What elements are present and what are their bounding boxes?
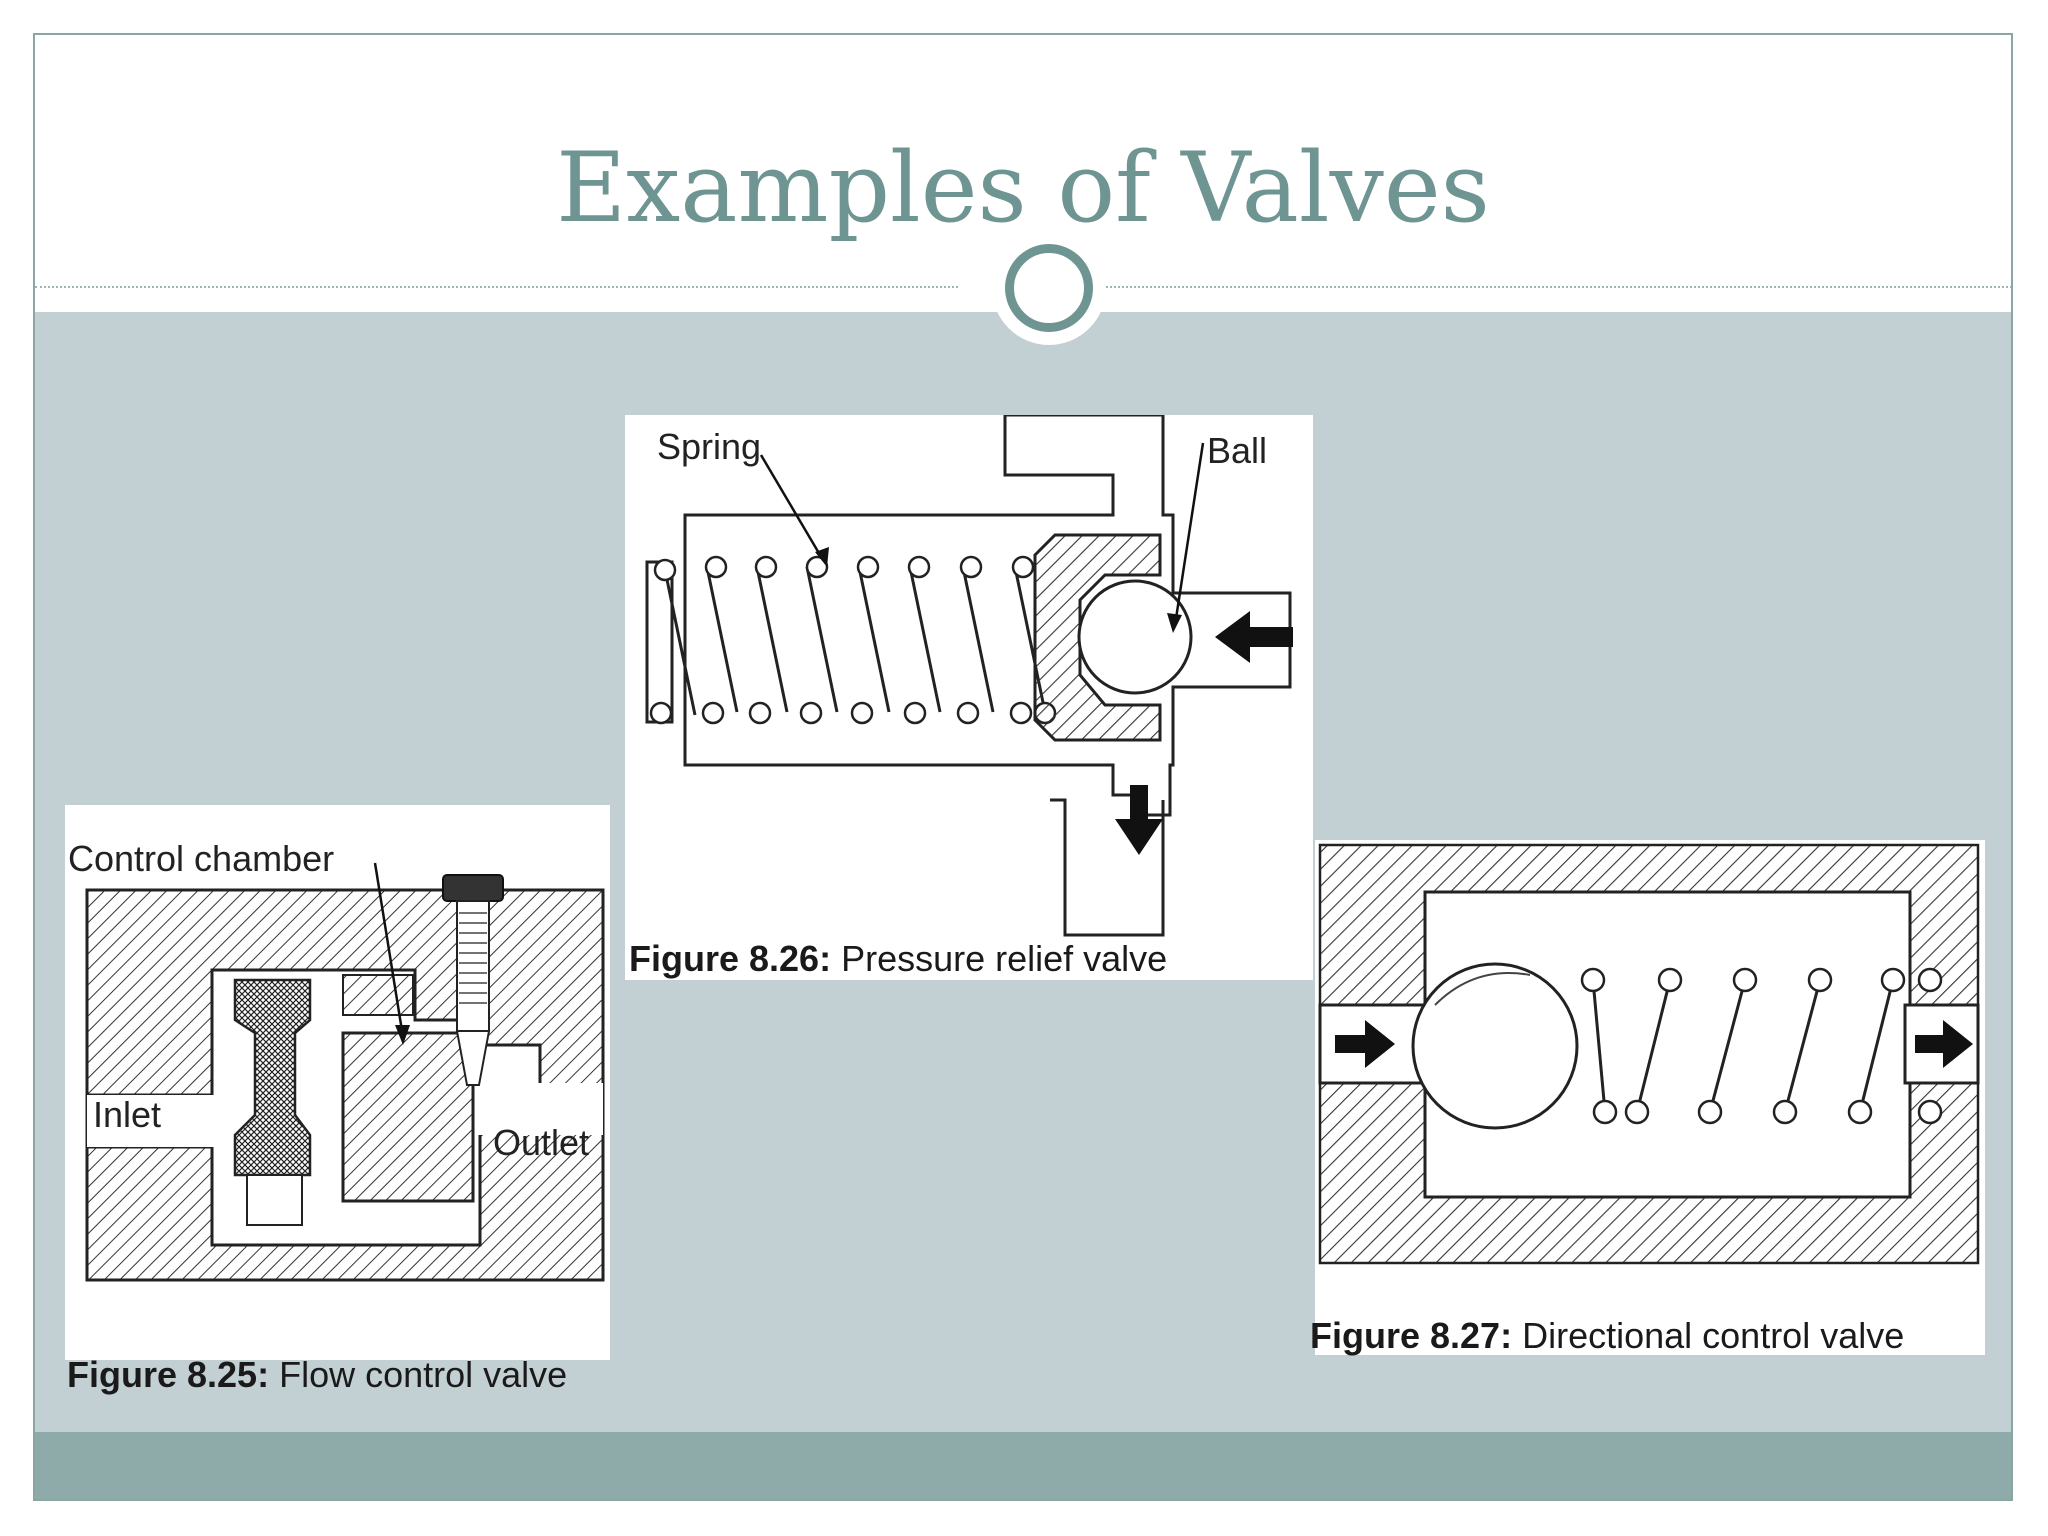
spring-label: Spring — [657, 426, 762, 467]
figure-directional-control-valve: Figure 8.27: Directional control valve — [1310, 840, 1985, 1355]
title-ring-ornament — [992, 231, 1106, 345]
figure-8-26-caption: Figure 8.26: Pressure relief valve — [629, 941, 1167, 977]
caption-text: Pressure relief valve — [841, 938, 1168, 979]
ball-leader — [1173, 442, 1205, 626]
inlet-channel — [87, 1095, 217, 1147]
right-block — [341, 1031, 475, 1203]
ball — [1411, 962, 1579, 1130]
ball-highlight — [1434, 972, 1531, 1006]
figure-8-25-caption: Figure 8.25: Flow control valve — [67, 1357, 567, 1393]
ring-icon — [1005, 244, 1093, 332]
control-chamber — [342, 974, 414, 1016]
screw-threads — [459, 912, 487, 1004]
outlet-channel — [475, 1083, 603, 1135]
outlet-arrow — [1915, 1020, 1973, 1068]
directional-control-valve-diagram — [1318, 843, 1980, 1265]
pressure-relief-valve-diagram — [645, 415, 1293, 937]
figure-pressure-relief-valve: Spring Ball Figure 8.26: Pressure relief… — [625, 415, 1313, 980]
control-chamber-leader — [373, 862, 405, 1038]
ball-leader-arrowhead — [1167, 613, 1182, 633]
valve-seat — [1033, 533, 1162, 742]
arrowhead — [395, 1025, 410, 1045]
inlet-label: Inlet — [93, 1094, 162, 1135]
outlet-port — [1050, 798, 1165, 937]
spring-coil-ends — [1580, 967, 1943, 1125]
title-divider-left — [35, 286, 958, 288]
outlet-arrow — [1115, 785, 1163, 855]
slide-title: Examples of Valves — [556, 132, 1490, 244]
caption-number: Figure 8.27: — [1310, 1315, 1513, 1356]
caption-number: Figure 8.26: — [629, 938, 832, 979]
inlet-arrow — [1335, 1020, 1395, 1068]
footer-bar — [35, 1432, 2011, 1499]
figure-flow-control-valve: Control chamber Inlet Outlet Figure 8.25… — [65, 805, 610, 1393]
spool-base — [246, 1174, 303, 1226]
figure-8-27-caption: Figure 8.27: Directional control valve — [1310, 1318, 1904, 1354]
title-divider-right — [1095, 286, 2011, 288]
spring — [663, 566, 1047, 716]
control-chamber-label: Control chamber — [68, 838, 335, 879]
ball-label: Ball — [1207, 430, 1268, 471]
spool — [233, 978, 312, 1177]
ball — [1077, 579, 1193, 695]
spring-leader — [759, 454, 825, 561]
screw-shaft — [456, 900, 490, 1032]
needle-tip — [455, 1030, 491, 1086]
spring — [1591, 979, 1895, 1113]
slide: Examples of Valves — [33, 33, 2013, 1501]
flow-control-valve-diagram — [85, 862, 605, 1282]
inlet-arrow — [1215, 611, 1293, 663]
knurled-knob — [442, 874, 504, 902]
caption-number: Figure 8.25: — [67, 1354, 270, 1395]
outlet-label: Outlet — [493, 1122, 590, 1163]
caption-text: Flow control valve — [279, 1354, 568, 1395]
spring-leader-arrowhead — [815, 547, 829, 567]
caption-text: Directional control valve — [1522, 1315, 1905, 1356]
